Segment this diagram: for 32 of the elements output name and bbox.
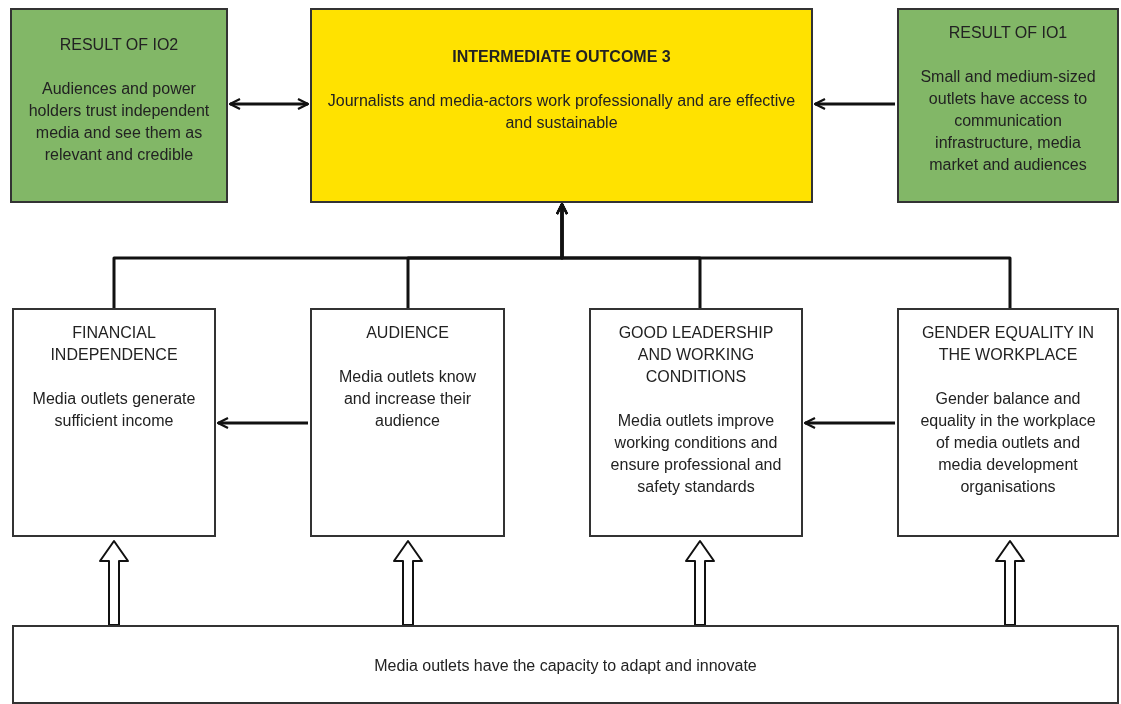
heading: GENDER EQUALITY IN THE WORKPLACE: [920, 323, 1096, 365]
description: Media outlets generate sufficient income: [31, 389, 197, 431]
arrow: [803, 416, 895, 430]
description: Small and medium-sized outlets have access to communication infrastructure, media market and audiences: [919, 67, 1097, 175]
foundation-box: [12, 625, 1119, 704]
arrow: [813, 97, 895, 111]
arrow: [555, 202, 1012, 308]
arrow: [216, 416, 308, 430]
description: Media outlets have the capacity to adapt and innovate: [374, 656, 757, 676]
heading: INTERMEDIATE OUTCOME 3: [452, 47, 671, 67]
description: Gender balance and equality in the workplace of media outlets and media development organisations: [919, 389, 1097, 497]
outcome-area-box: [12, 308, 216, 537]
description: Media outlets improve working conditions and ensure professional and safety standards: [609, 411, 783, 497]
block-arrow: [995, 540, 1025, 626]
block-arrow: [393, 540, 423, 626]
result-box: [897, 8, 1119, 203]
heading: FINANCIAL INDEPENDENCE: [49, 323, 179, 365]
heading: GOOD LEADERSHIP AND WORKING CONDITIONS: [617, 323, 775, 387]
outcome-area-box: [897, 308, 1119, 537]
outcome-area-box: [310, 308, 505, 537]
description: Audiences and power holders trust independent media and see them as relevant and credible: [27, 79, 211, 165]
heading: RESULT OF IO1: [948, 23, 1068, 43]
result-box: [10, 8, 228, 203]
block-arrow: [99, 540, 129, 626]
outcome-area-box: [589, 308, 803, 537]
block-arrow: [685, 540, 715, 626]
arrow: [228, 97, 310, 111]
description: Journalists and media-actors work professionally and are effective and sustainable: [326, 91, 797, 133]
heading: AUDIENCE: [366, 323, 449, 343]
description: Media outlets know and increase their audience: [338, 367, 477, 431]
outcome-box: [310, 8, 813, 203]
heading: RESULT OF IO2: [59, 35, 179, 55]
